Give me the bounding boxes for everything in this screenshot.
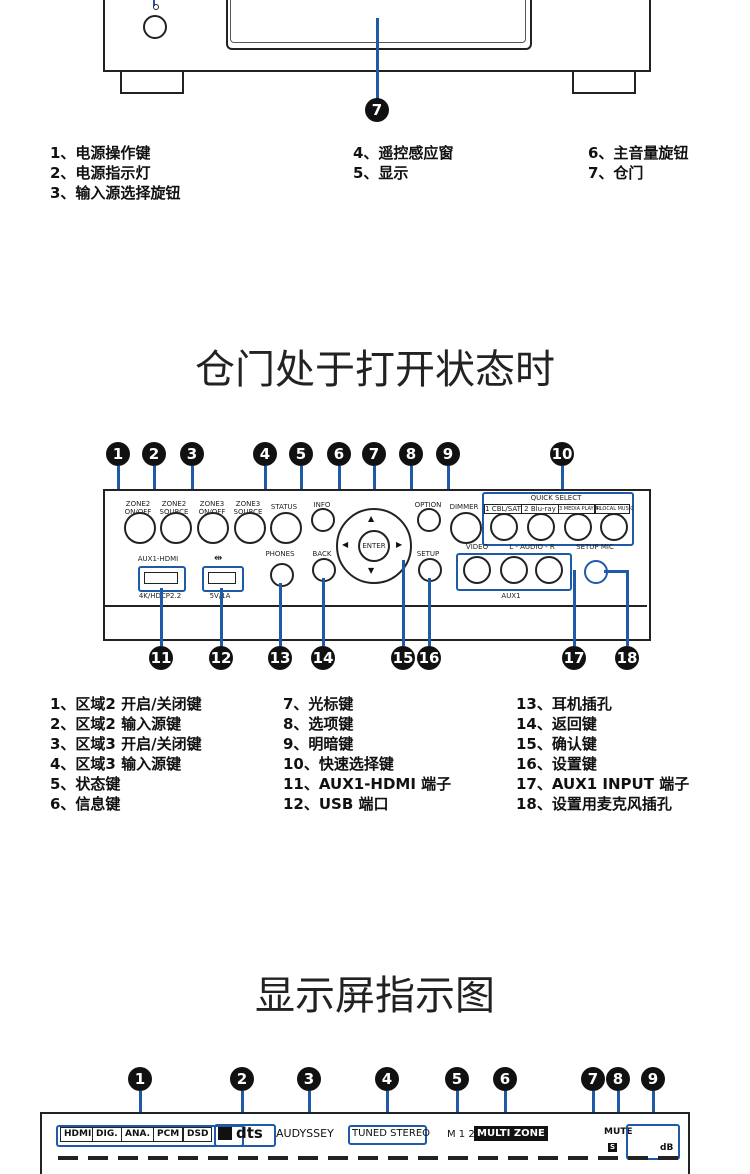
aux1-input-terminals[interactable] [456,553,572,591]
display-callout-2: 2 [230,1067,254,1091]
aux1-audio-r-jack[interactable] [535,556,563,584]
zone2-source-button[interactable] [160,512,192,544]
display-callout-7: 7 [581,1067,605,1091]
quick-select-4-button[interactable] [600,513,628,541]
door-outline [226,0,532,50]
aux1-video-jack[interactable] [463,556,491,584]
callout-8: 8 [399,442,423,466]
callout-6: 6 [327,442,351,466]
display-callout-6: 6 [493,1067,517,1091]
callout-18: 18 [615,646,639,670]
quick-select-1-button[interactable] [490,513,518,541]
section-title-display: 显示屏指示图 [255,973,495,1019]
usb-icon: ⇹ [214,553,223,564]
status-button[interactable] [270,512,302,544]
dimmer-button[interactable] [450,512,482,544]
callout-5: 5 [289,442,313,466]
callout-3: 3 [180,442,204,466]
device-foot-left [120,72,184,94]
multi-zone-indicator: MULTI ZONE [474,1126,548,1141]
cursor-down-icon[interactable]: ▼ [368,566,375,575]
display-callout-1: 1 [128,1067,152,1091]
callout-1: 1 [106,442,130,466]
enter-button[interactable]: ENTER [358,530,390,562]
dig-indicator: DIG. [92,1127,122,1142]
zone3-source-button[interactable] [234,512,266,544]
dolby-icon [218,1127,232,1140]
zone3-onoff-button[interactable] [197,512,229,544]
cursor-pad[interactable]: ▲ ▼ ◀ ▶ ENTER [336,508,412,584]
s-indicator: S [608,1143,618,1152]
usb-port[interactable] [202,566,244,592]
display-callout-8: 8 [606,1067,630,1091]
decoder-indicators [214,1124,276,1147]
display-callout-4: 4 [375,1067,399,1091]
callout-7-top: 7 [365,98,389,122]
mute-indicator: MUTE [604,1127,633,1137]
display-callout-5: 5 [445,1067,469,1091]
display-dotmatrix-row [58,1156,678,1160]
quick-select-group [482,492,634,546]
ana-indicator: ANA. [121,1127,155,1142]
dsd-indicator: DSD [183,1127,213,1142]
callout-13: 13 [268,646,292,670]
display-callout-9: 9 [641,1067,665,1091]
callout-9: 9 [436,442,460,466]
device-foot-right [572,72,636,94]
callout-11: 11 [149,646,173,670]
cursor-up-icon[interactable]: ▲ [368,514,375,523]
input-indicators [56,1125,244,1147]
phones-jack[interactable] [270,563,294,587]
callout-14: 14 [311,646,335,670]
aux1-audio-l-jack[interactable] [500,556,528,584]
cursor-left-icon[interactable]: ◀ [342,540,349,549]
callout-12: 12 [209,646,233,670]
callout-7: 7 [362,442,386,466]
volume-level-display [626,1124,680,1160]
pcm-indicator: PCM [153,1127,184,1142]
zone2-onoff-button[interactable] [124,512,156,544]
option-button[interactable] [417,508,441,532]
audyssey-indicator: AUDYSSEY [276,1127,334,1140]
display-callout-3: 3 [297,1067,321,1091]
m12-indicator: M 1 2 [447,1129,475,1140]
callout-2: 2 [142,442,166,466]
callout-16: 16 [417,646,441,670]
cursor-right-icon[interactable]: ▶ [396,540,403,549]
callout-17: 17 [562,646,586,670]
section-title-door-open: 仓门处于打开状态时 [195,347,555,393]
power-button[interactable] [143,15,167,39]
quick-select-3-button[interactable] [564,513,592,541]
callout-4: 4 [253,442,277,466]
quick-select-2-button[interactable] [527,513,555,541]
db-unit: dB [660,1143,674,1153]
info-button[interactable] [311,508,335,532]
callout-15: 15 [391,646,415,670]
callout-10: 10 [550,442,574,466]
tuned-stereo-indicator [348,1125,427,1145]
dts-indicator: dts [236,1124,263,1142]
hdmi-indicator: HDMI [60,1127,96,1142]
